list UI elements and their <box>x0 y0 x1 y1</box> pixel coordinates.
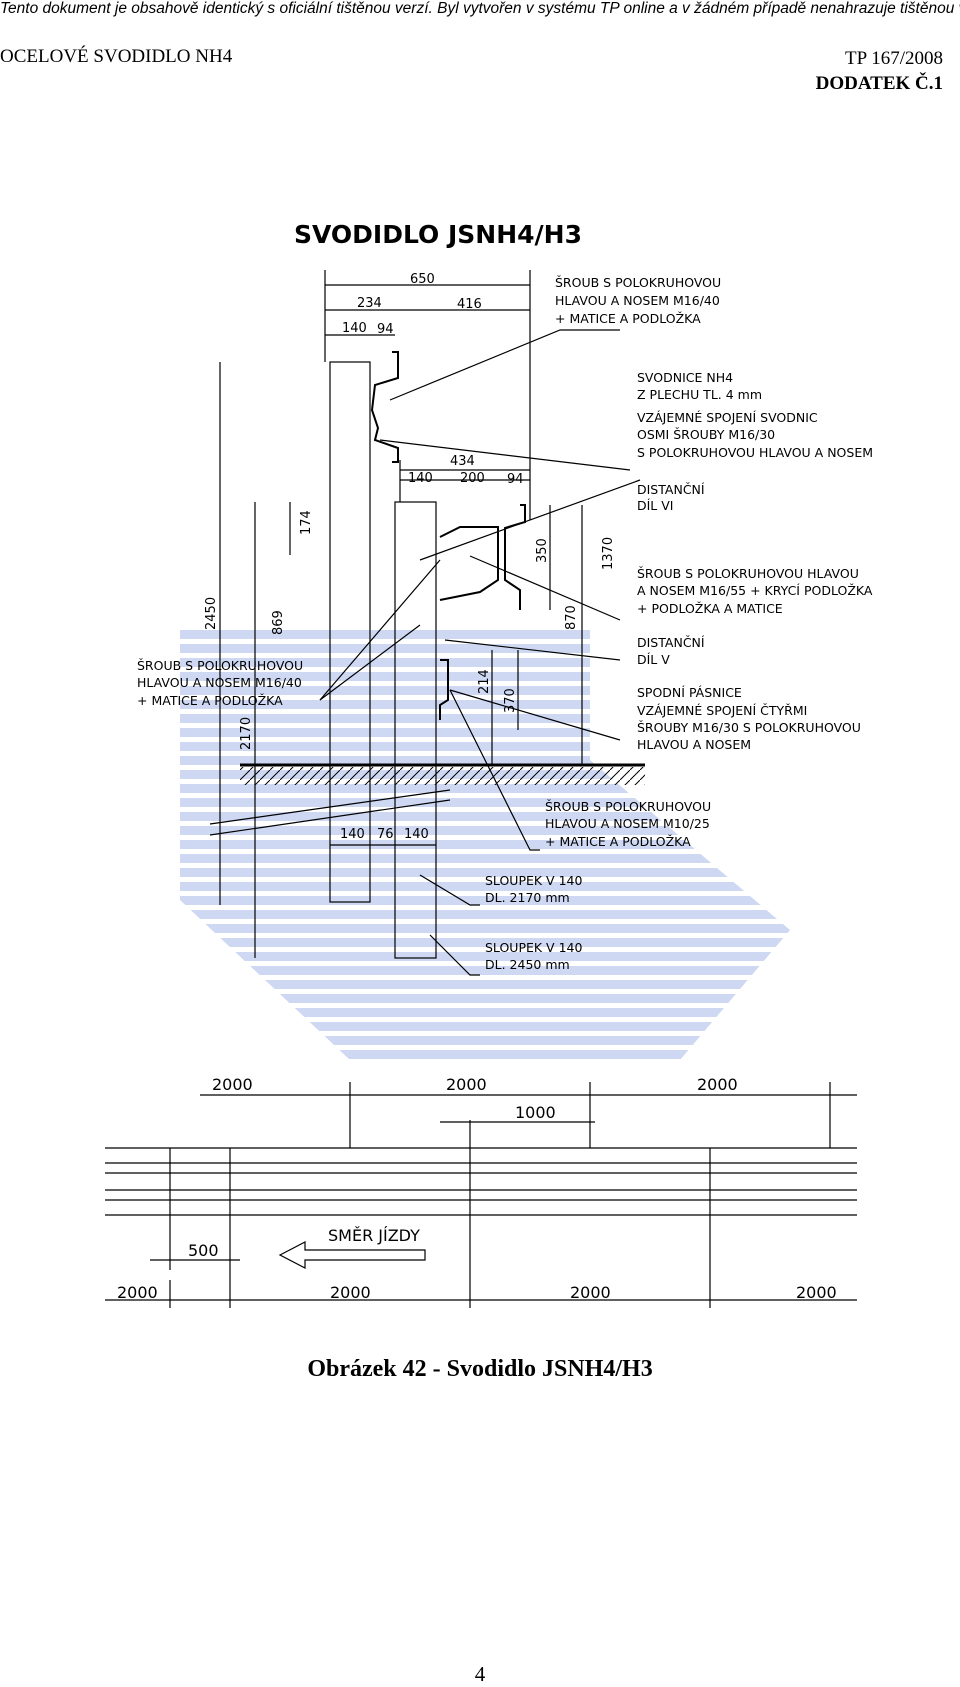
plan-dimensions: 2000 2000 2000 1000 500 SMĚR JÍZDY 2000 … <box>117 1075 837 1302</box>
post-2450 <box>329 361 371 903</box>
dim-234: 234 <box>357 296 382 311</box>
label-bolt-left-2: HLAVOU A NOSEM M16/40 <box>137 675 302 690</box>
dim-140-post-right: 140 <box>404 827 429 842</box>
dim-140-top: 140 <box>342 321 367 336</box>
dim-1370: 1370 <box>601 537 616 570</box>
dim-869: 869 <box>271 610 286 635</box>
label-belt-3: ŠROUBY M16/30 S POLOKRUHOVOU <box>637 720 861 735</box>
direction-label: SMĚR JÍZDY <box>328 1226 420 1245</box>
label-post-2450-2: DL. 2450 mm <box>485 957 570 972</box>
ground-hatch <box>240 767 645 785</box>
header-amendment: DODATEK Č.1 <box>815 73 943 94</box>
label-post-2170-1: SLOUPEK V 140 <box>485 873 582 888</box>
label-joint-1: VZÁJEMNÉ SPOJENÍ SVODNIC <box>637 410 818 425</box>
label-bolt-m16-55-3: + PODLOŽKA A MATICE <box>637 601 783 616</box>
annotations: ŠROUB S POLOKRUHOVOU HLAVOU A NOSEM M16/… <box>137 275 873 972</box>
label-post-2450-1: SLOUPEK V 140 <box>485 940 582 955</box>
figure-caption: Obrázek 42 - Svodidlo JSNH4/H3 <box>307 1356 653 1382</box>
header-title: OCELOVÉ SVODIDLO NH4 <box>0 46 233 67</box>
label-spacer-vi-2: DÍL VI <box>637 498 674 513</box>
label-bolt-top-3: + MATICE A PODLOŽKA <box>555 311 701 326</box>
dim-434: 434 <box>450 454 475 469</box>
page-number: 4 <box>474 1662 486 1686</box>
dim-650: 650 <box>410 272 435 287</box>
dim-2170: 2170 <box>239 717 254 750</box>
label-belt-4: HLAVOU A NOSEM <box>637 737 751 752</box>
header-standard-number: TP 167/2008 <box>845 48 943 69</box>
plan-dim-500: 500 <box>188 1241 219 1260</box>
label-joint-3: S POLOKRUHOVOU HLAVOU A NOSEM <box>637 445 873 460</box>
dim-2450: 2450 <box>204 597 219 630</box>
plan-top-dim-1: 2000 <box>212 1075 253 1094</box>
post-2170 <box>394 501 437 959</box>
plan-bottom-dim-1: 2000 <box>117 1283 158 1302</box>
label-bolt-left-3: + MATICE A PODLOŽKA <box>137 693 283 708</box>
dimensions: 650 234 416 140 94 434 140 200 94 174 24… <box>204 272 616 842</box>
dim-416: 416 <box>457 297 482 312</box>
watermark <box>180 625 790 1060</box>
dim-174: 174 <box>299 510 314 535</box>
dim-200: 200 <box>460 471 485 486</box>
cross-section <box>209 270 645 976</box>
plan-top-dim-2: 2000 <box>446 1075 487 1094</box>
plan-bottom-dim-3: 2000 <box>570 1283 611 1302</box>
label-belt-2: VZÁJEMNÉ SPOJENÍ ČTYŘMI <box>637 703 807 718</box>
dim-870: 870 <box>564 605 579 630</box>
dim-350: 350 <box>535 538 550 563</box>
label-joint-2: OSMI ŠROUBY M16/30 <box>637 427 775 442</box>
dim-140-mid: 140 <box>408 471 433 486</box>
label-bolt-m16-55-1: ŠROUB S POLOKRUHOVOU HLAVOU <box>637 566 859 581</box>
document-notice: Tento dokument je obsahově identický s o… <box>0 0 960 17</box>
label-rail-1: SVODNICE NH4 <box>637 370 733 385</box>
label-spacer-vi-1: DISTANČNÍ <box>637 482 705 497</box>
dim-140-post-left: 140 <box>340 827 365 842</box>
dim-370: 370 <box>503 688 518 713</box>
plan-view <box>105 1082 857 1308</box>
label-belt-1: SPODNÍ PÁSNICE <box>637 685 742 700</box>
dim-94-top: 94 <box>377 322 394 337</box>
dim-94-mid: 94 <box>507 472 524 487</box>
label-bolt-m10-2: HLAVOU A NOSEM M10/25 <box>545 816 710 831</box>
label-spacer-v-2: DÍL V <box>637 652 670 667</box>
label-post-2170-2: DL. 2170 mm <box>485 890 570 905</box>
plan-bottom-dim-2: 2000 <box>330 1283 371 1302</box>
header-reference: TP 167/2008 DODATEK Č.1 <box>816 46 943 96</box>
label-bolt-m10-3: + MATICE A PODLOŽKA <box>545 834 691 849</box>
drawing-title: SVODIDLO JSNH4/H3 <box>294 220 582 249</box>
label-bolt-left-1: ŠROUB S POLOKRUHOVOU <box>137 658 303 673</box>
label-bolt-m10-1: ŠROUB S POLOKRUHOVOU <box>545 799 711 814</box>
dim-76: 76 <box>377 827 394 842</box>
label-bolt-m16-55-2: A NOSEM M16/55 + KRYCÍ PODLOŽKA <box>637 583 873 598</box>
plan-top-dim-3: 2000 <box>697 1075 738 1094</box>
dim-214: 214 <box>477 669 492 694</box>
label-spacer-v-1: DISTANČNÍ <box>637 635 705 650</box>
plan-bottom-dim-4: 2000 <box>796 1283 837 1302</box>
label-bolt-top-1: ŠROUB S POLOKRUHOVOU <box>555 275 721 290</box>
plan-dim-1000: 1000 <box>515 1103 556 1122</box>
label-bolt-top-2: HLAVOU A NOSEM M16/40 <box>555 293 720 308</box>
label-rail-2: Z PLECHU TL. 4 mm <box>637 387 762 402</box>
